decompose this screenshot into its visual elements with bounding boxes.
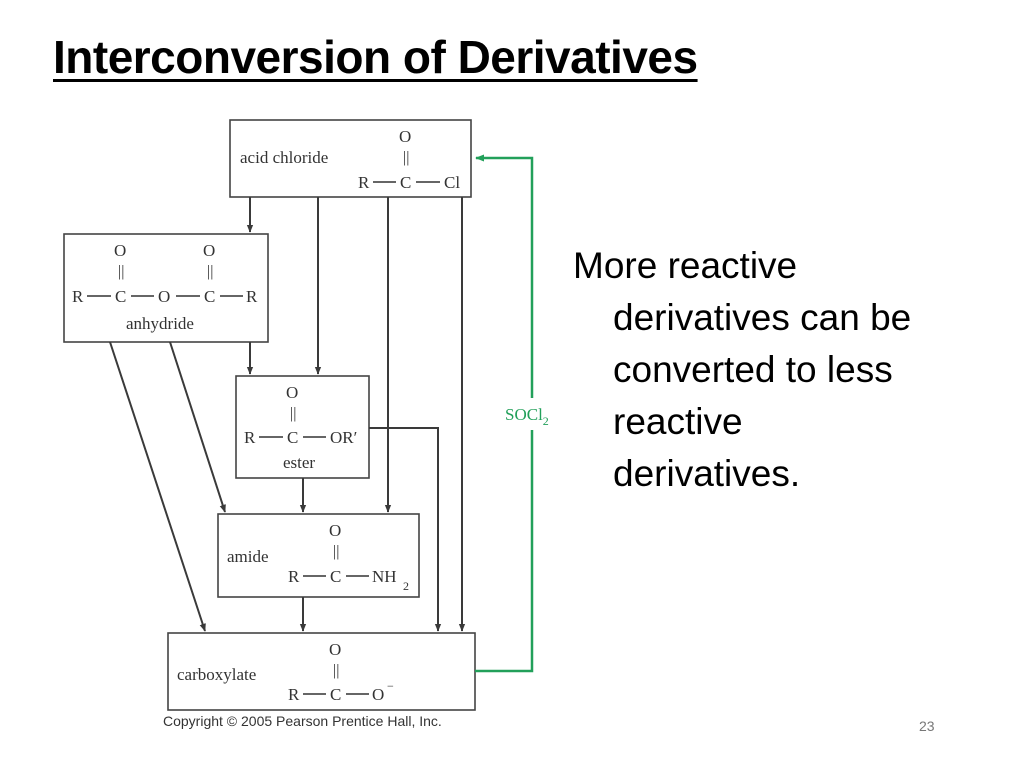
copyright-notice: Copyright © 2005 Pearson Prentice Hall, … (163, 713, 442, 729)
ester-or: OR′ (330, 428, 357, 447)
amide-r: R (288, 567, 300, 586)
anhydride-c2: C (204, 287, 215, 306)
slide-number: 23 (919, 718, 935, 734)
ester-c: C (287, 428, 298, 447)
anhydride-c1: C (115, 287, 126, 306)
anhydride-oxygen-2: O (203, 241, 215, 260)
amide-label: amide (227, 547, 269, 566)
acid-chloride-c: C (400, 173, 411, 192)
acid-chloride-cl: Cl (444, 173, 460, 192)
carboxylate-double-bond: || (333, 662, 339, 679)
side-text-line-4: reactive (613, 401, 743, 442)
ester-label: ester (283, 453, 315, 472)
carboxylate-r: R (288, 685, 300, 704)
ester-double-bond: || (290, 405, 296, 422)
amide-box (217, 513, 420, 598)
socl2-label: SOCl2 (505, 405, 549, 428)
amide-oxygen: O (329, 521, 341, 540)
anhydride-oxygen-1: O (114, 241, 126, 260)
carboxylate-oxygen: O (329, 640, 341, 659)
acid-chloride-label: acid chloride (240, 148, 328, 167)
side-text-line-1: More reactive (573, 245, 798, 286)
side-text-line-5: derivatives. (613, 453, 801, 494)
socl2-label-bg (500, 398, 564, 430)
acid-chloride-oxygen: O (399, 127, 411, 146)
carboxylate-box (167, 632, 476, 711)
carboxylate-label: carboxylate (177, 665, 256, 684)
anhydride-box (63, 233, 269, 343)
ester-r: R (244, 428, 256, 447)
arrow-anhydride-to-carboxylate (109, 341, 206, 632)
amide-subscript: 2 (403, 579, 409, 593)
anhydride-r2: R (246, 287, 258, 306)
acid-chloride-r: R (358, 173, 370, 192)
carboxylate-c: C (330, 685, 341, 704)
carboxylate-o: O (372, 685, 384, 704)
ester-box (235, 375, 370, 479)
amide-nh: NH (372, 567, 397, 586)
acid-chloride-double-bond: || (403, 149, 409, 166)
arrow-ester-to-carboxylate (369, 427, 442, 632)
acid-chloride-box (229, 119, 472, 198)
anhydride-label: anhydride (126, 314, 194, 333)
amide-c: C (330, 567, 341, 586)
anhydride-double-bond-1: || (118, 263, 124, 280)
arrow-anhydride-to-amide (169, 341, 226, 513)
slide-title: Interconversion of Derivatives (53, 31, 698, 83)
carboxylate-superscript: − (387, 679, 394, 693)
side-text-line-3: converted to less (613, 349, 893, 390)
side-text: More reactive derivatives can be convert… (573, 240, 993, 500)
anhydride-r1: R (72, 287, 84, 306)
side-text-line-2: derivatives can be (613, 297, 912, 338)
anhydride-o: O (158, 287, 170, 306)
amide-double-bond: || (333, 543, 339, 560)
ester-oxygen: O (286, 383, 298, 402)
anhydride-double-bond-2: || (207, 263, 213, 280)
